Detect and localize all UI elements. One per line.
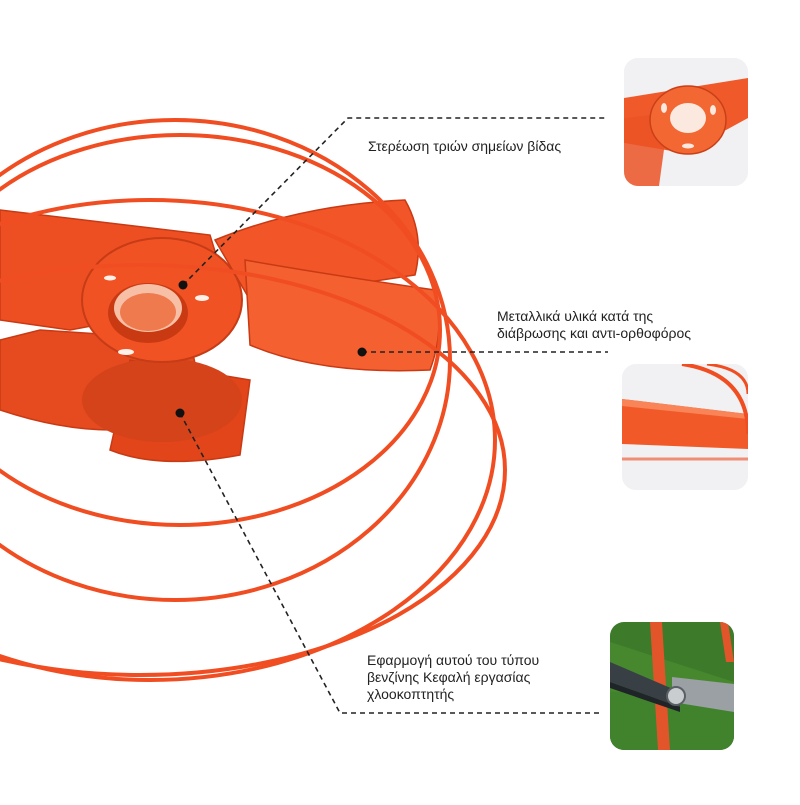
leader-lines bbox=[179, 117, 608, 714]
guard-rings bbox=[0, 118, 507, 682]
callout-line: βενζίνης Κεφαλή εργασίας bbox=[367, 669, 531, 685]
leader-line-3 bbox=[179, 412, 600, 714]
thumbnail-usage-photo bbox=[610, 622, 734, 750]
screw-hole-2 bbox=[118, 349, 134, 355]
screw-hole-1 bbox=[195, 295, 209, 301]
screw-hole-3 bbox=[104, 275, 116, 281]
callout-line: Στερέωση τριών σημείων βίδας bbox=[368, 138, 562, 154]
blade-right-front bbox=[244, 259, 440, 372]
callout-line: διάβρωσης και αντι-ορθοφόρος bbox=[497, 325, 692, 341]
leader-line-1 bbox=[182, 117, 608, 286]
thumbnail-blade-closeup bbox=[622, 364, 748, 490]
callout-anticorrosion: Μεταλλικά υλικά κατά της διάβρωσης και α… bbox=[497, 308, 691, 342]
leader-dots bbox=[175, 280, 367, 418]
callout-line: Εφαρμογή αυτού του τύπου bbox=[367, 652, 540, 668]
callout-application: Εφαρμογή αυτού του τύπου βενζίνης Κεφαλή… bbox=[367, 652, 539, 703]
callout-screw-mount: Στερέωση τριών σημείων βίδας bbox=[368, 138, 561, 155]
callout-line: χλοοκοπτητής bbox=[367, 686, 455, 702]
callout-line: Μεταλλικά υλικά κατά της bbox=[497, 308, 654, 324]
thumbnail-hub-closeup bbox=[624, 58, 748, 186]
